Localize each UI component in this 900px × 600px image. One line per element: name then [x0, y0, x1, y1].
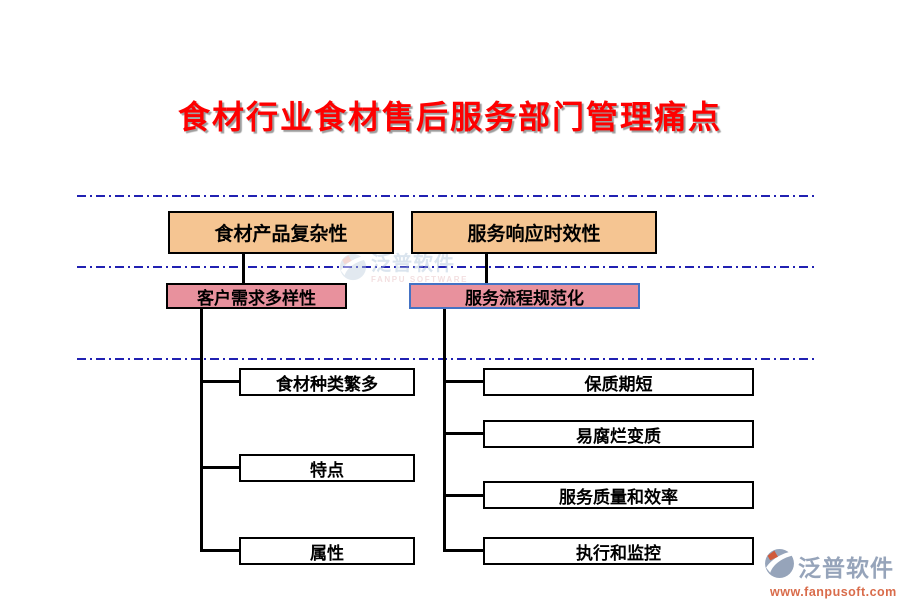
node-leaf: 食材种类繁多	[239, 368, 415, 396]
node-root-left: 食材产品复杂性	[168, 211, 394, 254]
fanpu-logo-icon	[764, 548, 795, 584]
connector	[200, 308, 203, 552]
node-leaf: 特点	[239, 454, 415, 482]
node-sub-left: 客户需求多样性	[166, 283, 347, 309]
connector	[446, 549, 483, 552]
node-leaf: 易腐烂变质	[483, 420, 754, 448]
connector	[485, 254, 488, 284]
connector	[203, 549, 239, 552]
connector	[446, 494, 483, 497]
node-leaf: 属性	[239, 537, 415, 565]
node-root-right: 服务响应时效性	[411, 211, 657, 254]
fanpu-logo-icon	[339, 253, 367, 286]
divider-line	[77, 195, 815, 197]
watermark-logo: 泛普软件 FANPU SOFTWARE	[339, 253, 468, 286]
divider-line	[77, 358, 815, 360]
divider-line	[77, 266, 815, 268]
node-sub-right: 服务流程规范化	[409, 283, 640, 309]
node-leaf: 服务质量和效率	[483, 481, 754, 509]
footer-website-text: www.fanpusoft.com	[770, 585, 897, 599]
footer-brand-text: 泛普软件	[798, 555, 894, 581]
connector	[242, 254, 245, 284]
footer-logo: 泛普软件 www.fanpusoft.com	[764, 548, 897, 599]
connector	[203, 466, 239, 469]
watermark-brand-en-text: FANPU SOFTWARE	[371, 275, 469, 284]
page-title: 食材行业食材售后服务部门管理痛点	[177, 99, 722, 135]
connector	[443, 308, 446, 552]
connector	[446, 380, 483, 383]
watermark-brand-text: 泛普软件	[371, 253, 455, 275]
connector	[203, 380, 239, 383]
connector	[446, 432, 483, 435]
node-leaf: 保质期短	[483, 368, 754, 396]
node-leaf: 执行和监控	[483, 537, 754, 565]
